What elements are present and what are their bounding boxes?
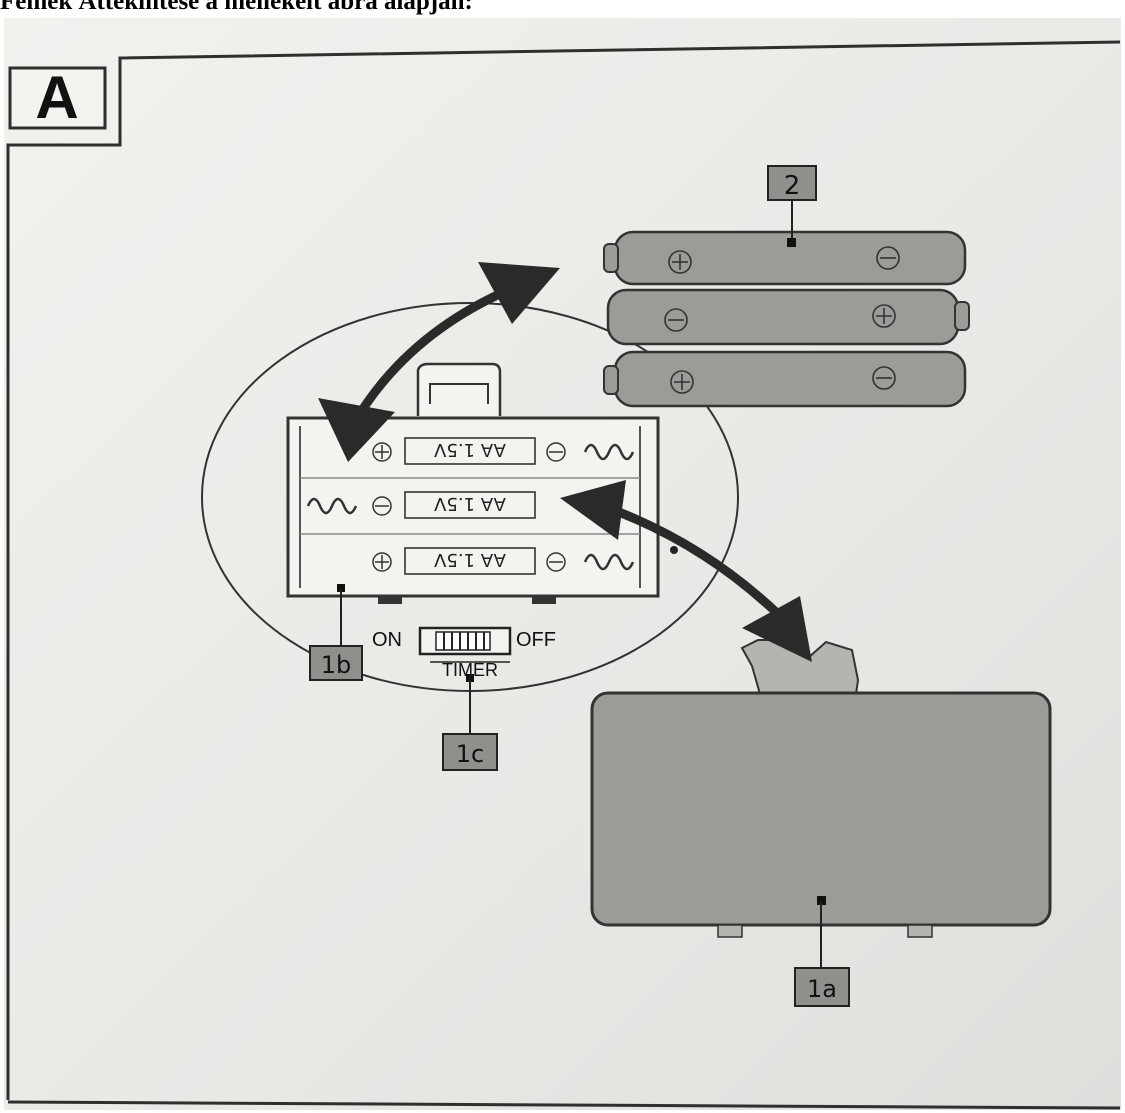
callout-1a: 1a (794, 896, 850, 1007)
cell-label: AA 1.5V (404, 491, 536, 519)
battery (606, 288, 970, 346)
battery-cover (590, 639, 1052, 938)
callout-2-label: 2 (784, 171, 801, 201)
cell-label-text: AA 1.5V (433, 493, 505, 514)
callout-1a-label: 1a (807, 975, 837, 1003)
battery (603, 350, 967, 408)
diagram-frame-bottom (7, 1100, 1121, 1110)
panel-letter: A (35, 64, 78, 131)
cell-label: AA 1.5V (404, 547, 536, 575)
switch-on-label: ON (372, 629, 402, 651)
cell-label: AA 1.5V (404, 437, 536, 465)
double-arrow-cover (560, 480, 812, 662)
switch-timer-label: TIMER (442, 660, 498, 680)
double-arrow-batteries (318, 262, 560, 462)
page-title: Felnek Áttekintése a mellékelt ábra alap… (0, 0, 473, 15)
timer-switch: ON OFF TIMER (372, 626, 556, 680)
polarity-marks (372, 442, 566, 572)
panel-letter-box: A (8, 64, 107, 131)
cell-label-text: AA 1.5V (433, 439, 505, 460)
battery (603, 230, 967, 286)
callout-2: 2 (767, 165, 817, 247)
switch-off-label: OFF (516, 629, 556, 651)
cell-label-text: AA 1.5V (433, 549, 505, 570)
callout-1b-label: 1b (321, 651, 352, 679)
callout-1b: 1b (309, 584, 363, 681)
callout-1c-label: 1c (456, 740, 484, 768)
diagram-frame (6, 40, 1121, 1100)
callout-1c: 1c (442, 674, 498, 771)
